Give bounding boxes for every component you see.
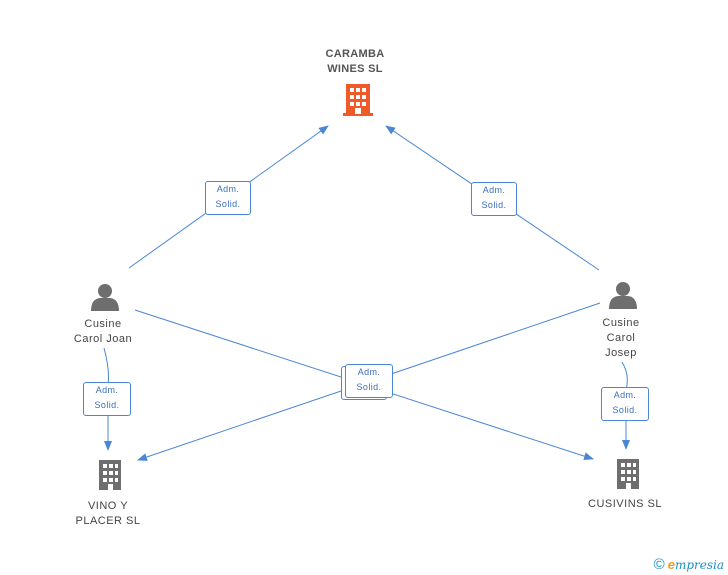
company-name-line1: CARAMBA: [325, 48, 385, 60]
relation-line2: Solid.: [612, 405, 638, 415]
person-icon: [609, 282, 637, 309]
person-label-cusine-joan[interactable]: Cusine Carol Joan: [53, 317, 153, 347]
person-name-line3: Josep: [605, 347, 637, 359]
company-label-cusivins[interactable]: CUSIVINS SL: [575, 497, 675, 512]
relation-line2: Solid.: [481, 200, 507, 210]
relation-line1: Adm.: [482, 185, 506, 195]
relation-line1: Adm.: [357, 367, 381, 377]
building-icon: [617, 459, 639, 489]
person-name-line2: Carol: [606, 332, 636, 344]
relation-badge: Adm. Solid.: [601, 387, 649, 421]
company-name-line1: CUSIVINS SL: [588, 498, 662, 510]
person-name-line1: Cusine: [84, 318, 122, 330]
person-label-cusine-josep[interactable]: Cusine Carol Josep: [581, 316, 661, 361]
copyright-symbol: ©: [653, 556, 665, 573]
relation-line1: Adm.: [95, 385, 119, 395]
relation-badge: Adm. Solid.: [205, 181, 251, 215]
relation-line1: Adm.: [613, 390, 637, 400]
company-name-line2: PLACER SL: [75, 515, 141, 527]
brand-initial: e: [667, 557, 675, 572]
company-label-caramba[interactable]: CARAMBA WINES SL: [305, 47, 405, 77]
company-name-line2: WINES SL: [327, 63, 383, 75]
relation-line1: Adm.: [216, 184, 240, 194]
company-label-vino-placer[interactable]: VINO Y PLACER SL: [58, 499, 158, 529]
company-name-line1: VINO Y: [87, 500, 129, 512]
person-icon: [91, 284, 119, 311]
brand-logo: ©empresia: [654, 556, 724, 573]
building-icon: [343, 84, 373, 116]
relation-line2: Solid.: [215, 199, 241, 209]
person-name-line2: Carol Joan: [73, 333, 133, 345]
person-name-line1: Cusine: [602, 317, 640, 329]
brand-name: mpresia: [674, 558, 724, 572]
relation-badge: Adm. Solid.: [471, 182, 517, 216]
building-icon: [99, 460, 121, 490]
relation-line2: Solid.: [94, 400, 120, 410]
relation-badge: Adm. Solid.: [345, 364, 393, 398]
relation-badge: Adm. Solid.: [83, 382, 131, 416]
relation-line2: Solid.: [356, 382, 382, 392]
